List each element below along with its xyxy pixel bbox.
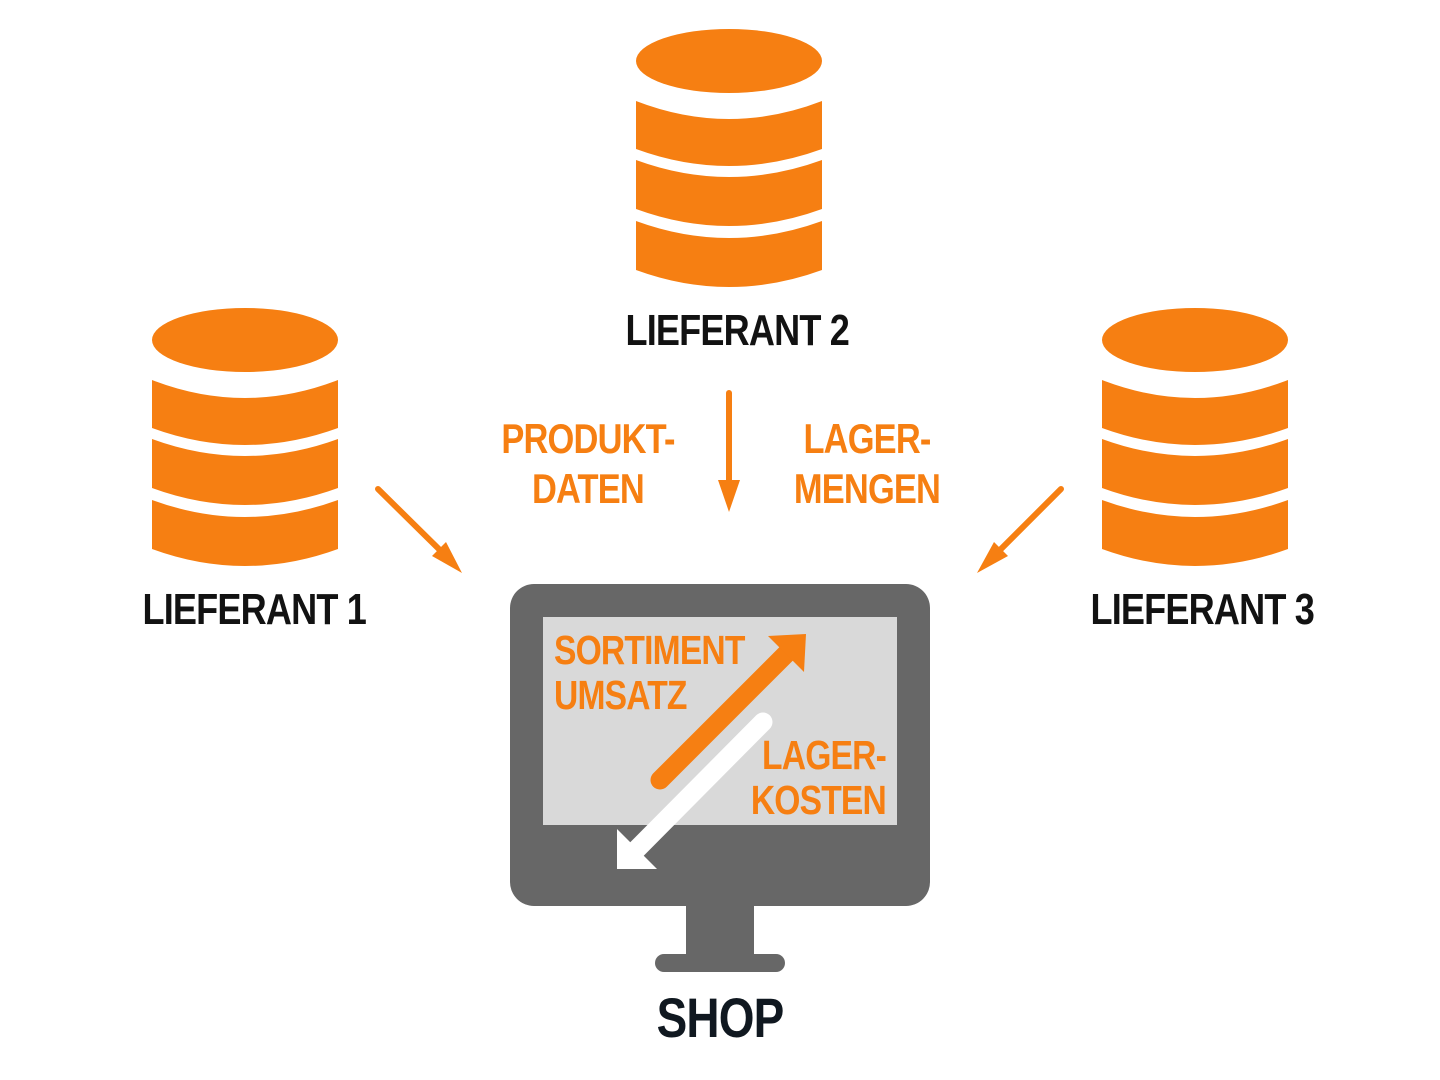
flow-label-produktdaten: PRODUKT- DATEN — [498, 414, 678, 514]
supplier-label-1: LIEFERANT 1 — [142, 585, 367, 634]
flow-label-lagermengen: LAGER- MENGEN — [777, 414, 957, 514]
flow-label-produktdaten-line-1: PRODUKT- — [501, 415, 675, 462]
screen-label-umsatz: UMSATZ — [554, 672, 687, 718]
trend-up-arrow — [650, 634, 806, 790]
database-icon-supplier-3 — [1102, 308, 1288, 566]
arrow-supplier-3-to-shop — [977, 486, 1064, 573]
flow-label-lagermengen-line-1: LAGER- — [803, 415, 931, 462]
supplier-label-3: LIEFERANT 3 — [1090, 585, 1315, 634]
screen-label-sortiment-umsatz: SORTIMENT UMSATZ — [554, 628, 745, 718]
screen-label-sortiment: SORTIMENT — [554, 627, 745, 673]
trend-down-arrow — [617, 712, 773, 869]
flow-label-produktdaten-line-2: DATEN — [532, 465, 645, 512]
database-icon-supplier-2 — [636, 29, 822, 287]
arrow-supplier-1-to-shop — [375, 486, 462, 573]
flow-label-lagermengen-line-2: MENGEN — [793, 465, 941, 512]
arrow-supplier-2-to-shop — [718, 390, 740, 512]
shop-label: SHOP — [656, 986, 785, 1049]
database-icon-supplier-1 — [152, 308, 338, 566]
screen-label-lager: LAGER- — [762, 732, 887, 778]
screen-label-kosten: KOSTEN — [750, 777, 887, 823]
supplier-label-2: LIEFERANT 2 — [625, 306, 850, 355]
screen-label-lagerkosten: LAGER- KOSTEN — [745, 732, 887, 823]
